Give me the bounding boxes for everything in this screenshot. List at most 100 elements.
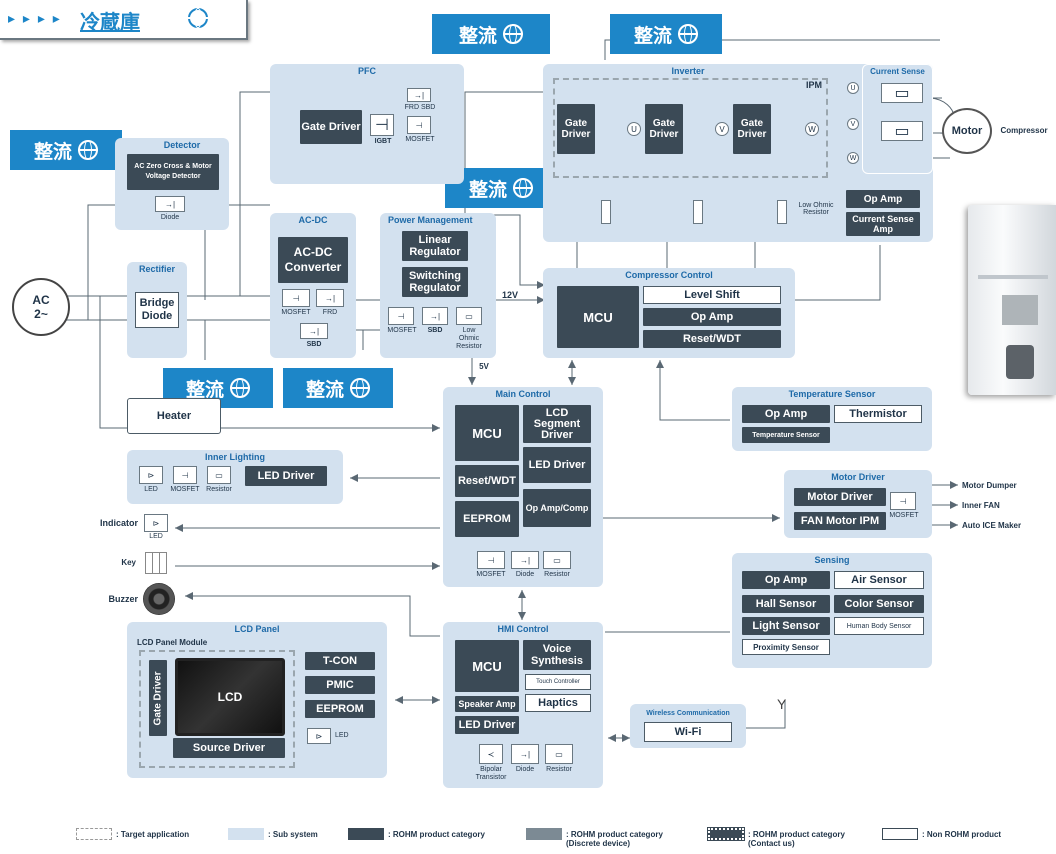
cc-op-amp[interactable]: Op Amp (643, 308, 781, 326)
detector-box[interactable]: AC Zero Cross & Motor Voltage Detector (127, 154, 219, 190)
sensing-proximity[interactable]: Proximity Sensor (742, 639, 830, 655)
motor-driver-title: Motor Driver (831, 472, 885, 482)
inverter-gate-driver-v[interactable]: Gate Driver (645, 104, 683, 154)
low-ohmic-label: Low Ohmic Resistor (798, 202, 834, 216)
mc-mosfet-label: MOSFET (476, 571, 506, 578)
globe-icon (78, 140, 98, 160)
sensing-light[interactable]: Light Sensor (742, 617, 830, 635)
hmi-touch[interactable]: Touch Controller (525, 674, 591, 690)
lcd-screen[interactable]: LCD (175, 658, 285, 736)
hmi-diode-icon[interactable]: →| (511, 744, 539, 764)
indicator-led-icon[interactable]: ⊳ (144, 514, 168, 532)
cc-level-shift[interactable]: Level Shift (643, 286, 781, 304)
acdc-title: AC-DC (298, 215, 328, 225)
mc-diode-icon[interactable]: →| (511, 551, 539, 569)
hmi-speaker[interactable]: Speaker Amp (455, 696, 519, 712)
hmi-mcu[interactable]: MCU (455, 640, 519, 692)
acdc-mosfet-label: MOSFET (281, 309, 311, 316)
pfc-gate-driver[interactable]: Gate Driver (300, 110, 362, 144)
il-led-driver[interactable]: LED Driver (245, 466, 327, 486)
sensing-color[interactable]: Color Sensor (834, 595, 924, 613)
key-icon[interactable] (145, 552, 167, 574)
igbt-icon[interactable]: ⊣ (370, 114, 394, 136)
hmi-diode-label: Diode (515, 766, 535, 773)
hmi-led-driver[interactable]: LED Driver (455, 716, 519, 734)
sensing-air[interactable]: Air Sensor (834, 571, 924, 589)
il-resistor-icon[interactable]: ▭ (207, 466, 231, 484)
il-led-icon[interactable]: ⊳ (139, 466, 163, 484)
hmi-bipolar-icon[interactable]: ≺ (479, 744, 503, 764)
ts-temp-sensor[interactable]: Temperature Sensor (742, 427, 830, 443)
pfc-mosfet-icon[interactable]: ⊣ (407, 116, 431, 134)
wireless-wifi[interactable]: Wi-Fi (644, 722, 732, 742)
inverter-gate-driver-w[interactable]: Gate Driver (733, 104, 771, 154)
heater[interactable]: Heater (127, 398, 221, 434)
pfc-mosfet-label: MOSFET (405, 136, 435, 143)
acdc-converter[interactable]: AC-DC Converter (278, 237, 348, 283)
callout-acdc-frd[interactable]: 整流 (283, 368, 393, 408)
cs-amp[interactable]: Current Sense Amp (846, 212, 920, 236)
lcd-gate-driver[interactable]: Gate Driver (149, 660, 167, 736)
hmi-voice[interactable]: Voice Synthesis (523, 640, 591, 670)
md-fan-ipm[interactable]: FAN Motor IPM (794, 512, 886, 530)
bridge-diode[interactable]: Bridge Diode (135, 292, 179, 328)
ts-thermistor[interactable]: Thermistor (834, 405, 922, 423)
md-mosfet-icon[interactable]: ⊣ (890, 492, 916, 510)
detector-diode-icon[interactable]: →| (155, 196, 185, 212)
output-inner-fan: Inner FAN (962, 501, 1000, 510)
header-title[interactable]: 冷蔵庫 (80, 10, 140, 34)
pm-mosfet-icon[interactable]: ⊣ (388, 307, 414, 325)
buzzer-icon[interactable] (143, 583, 175, 615)
motor-driver-subsystem: Motor Driver Motor Driver FAN Motor IPM … (784, 470, 932, 538)
ac-source[interactable]: AC 2~ (12, 278, 70, 336)
mc-eeprom[interactable]: EEPROM (455, 501, 519, 537)
hmi-haptics[interactable]: Haptics (525, 694, 591, 712)
mc-resistor-icon[interactable]: ▭ (543, 551, 571, 569)
mc-led-driver[interactable]: LED Driver (523, 447, 591, 483)
pm-resistor-icon[interactable]: ▭ (456, 307, 482, 325)
sensing-human[interactable]: Human Body Sensor (834, 617, 924, 635)
wireless-title: Wireless Communication (646, 710, 730, 717)
cc-mcu[interactable]: MCU (557, 286, 639, 348)
acdc-sbd-icon[interactable]: →| (300, 323, 328, 339)
acdc-subsystem: AC-DC AC-DC Converter ⊣ MOSFET →| FRD →|… (270, 213, 356, 358)
legend-target-swatch (76, 828, 112, 840)
mc-lcd-seg[interactable]: LCD Segment Driver (523, 405, 591, 443)
callout-detector[interactable]: 整流 (10, 130, 122, 170)
pm-sbd-icon[interactable]: →| (422, 307, 448, 325)
mc-reset[interactable]: Reset/WDT (455, 465, 519, 497)
linear-regulator[interactable]: Linear Regulator (402, 231, 468, 261)
shunt-resistor-3 (777, 200, 787, 224)
cs-op-amp[interactable]: Op Amp (846, 190, 920, 208)
lcd-panel-title: LCD Panel (234, 624, 280, 634)
lcd-led-icon[interactable]: ⊳ (307, 728, 331, 744)
mc-op-amp[interactable]: Op Amp/Comp (523, 489, 591, 527)
motor[interactable]: Motor (942, 108, 992, 154)
acdc-frd-icon[interactable]: →| (316, 289, 344, 307)
inner-lighting-subsystem: Inner Lighting ⊳ LED ⊣ MOSFET ▭ Resistor… (127, 450, 343, 504)
frd-sbd-icon[interactable]: →| (407, 88, 431, 102)
callout-inverter[interactable]: 整流 (610, 14, 722, 54)
hmi-subsystem: HMI Control MCU Voice Synthesis Touch Co… (443, 622, 603, 788)
ts-op-amp[interactable]: Op Amp (742, 405, 830, 423)
inverter-gate-driver-u[interactable]: Gate Driver (557, 104, 595, 154)
pm-low-ohmic-label: Low Ohmic Resistor (456, 327, 482, 350)
main-control-subsystem: Main Control MCU LCD Segment Driver Rese… (443, 387, 603, 587)
lcd-source-driver[interactable]: Source Driver (173, 738, 285, 758)
temp-sensor-subsystem: Temperature Sensor Op Amp Thermistor Tem… (732, 387, 932, 451)
hmi-resistor-icon[interactable]: ▭ (545, 744, 573, 764)
lcd-pmic[interactable]: PMIC (305, 676, 375, 694)
lcd-tcon[interactable]: T-CON (305, 652, 375, 670)
mc-mcu[interactable]: MCU (455, 405, 519, 461)
sensing-hall[interactable]: Hall Sensor (742, 595, 830, 613)
md-motor-driver[interactable]: Motor Driver (794, 488, 886, 506)
il-mosfet-icon[interactable]: ⊣ (173, 466, 197, 484)
lcd-eeprom[interactable]: EEPROM (305, 700, 375, 718)
cc-reset[interactable]: Reset/WDT (643, 330, 781, 348)
callout-pfc[interactable]: 整流 (432, 14, 550, 54)
acdc-mosfet-icon[interactable]: ⊣ (282, 289, 310, 307)
sensing-op-amp[interactable]: Op Amp (742, 571, 830, 589)
globe-icon[interactable] (188, 8, 208, 28)
switching-regulator[interactable]: Switching Regulator (402, 267, 468, 297)
mc-mosfet-icon[interactable]: ⊣ (477, 551, 505, 569)
